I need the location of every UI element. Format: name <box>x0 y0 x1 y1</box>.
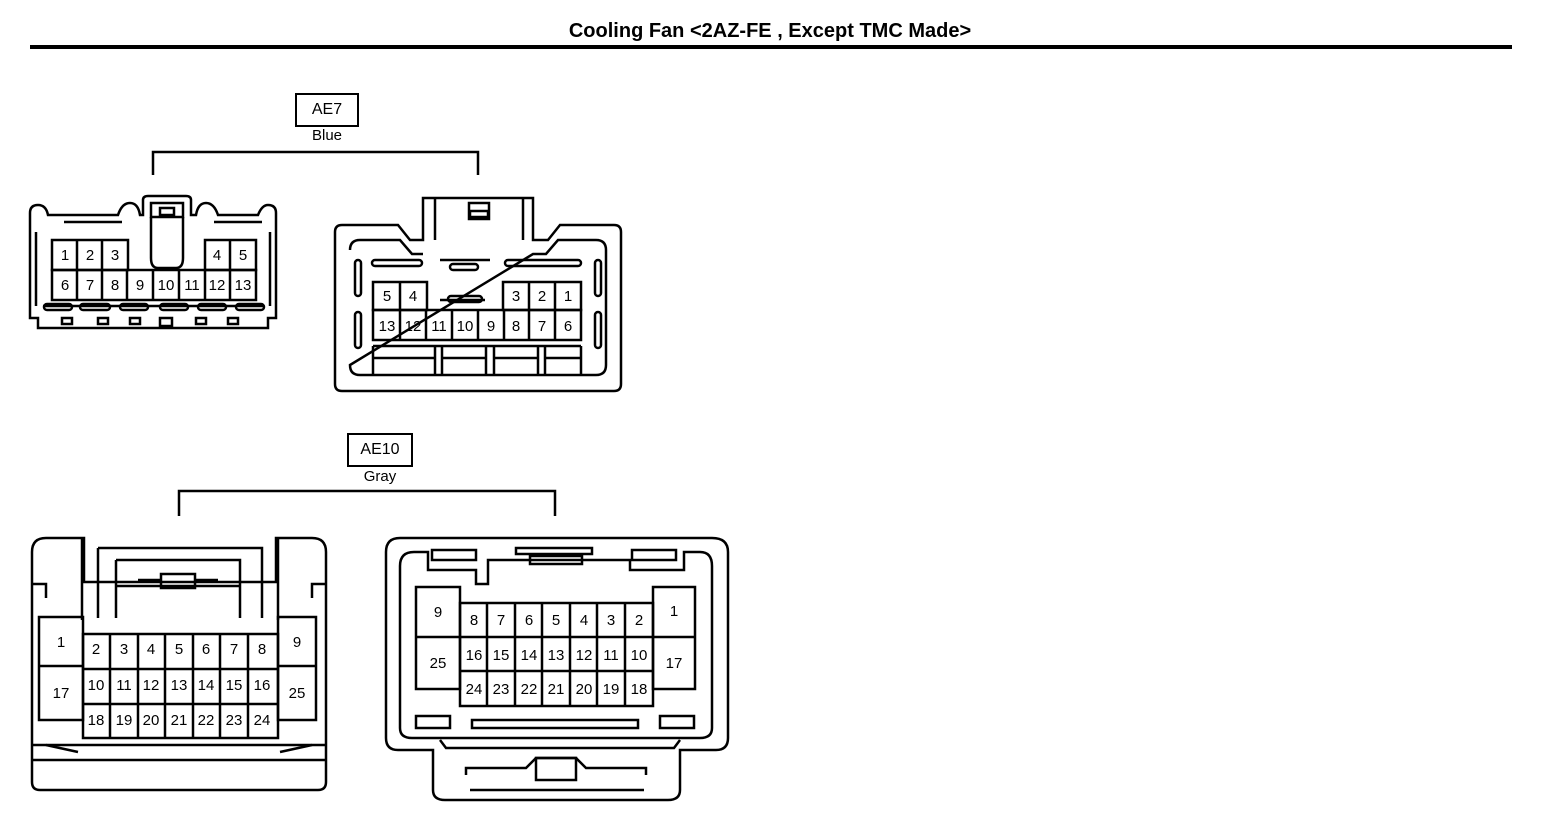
pin-label: 5 <box>383 288 391 305</box>
pin-label: 20 <box>143 712 160 729</box>
pin-label: 18 <box>631 681 648 698</box>
pin-label: 16 <box>466 647 483 664</box>
connector-ae10-male <box>30 536 328 792</box>
pin-label: 5 <box>175 641 183 658</box>
pin-label: 24 <box>254 712 271 729</box>
pin-label: 5 <box>239 247 247 264</box>
pin-label: 24 <box>466 681 483 698</box>
pin-label: 19 <box>603 681 620 698</box>
pin-label: 4 <box>213 247 221 264</box>
title-rule <box>30 45 1512 49</box>
pin-label: 4 <box>409 288 417 305</box>
pin-label: 20 <box>576 681 593 698</box>
pin-label: 18 <box>88 712 105 729</box>
pin-label: 7 <box>230 641 238 658</box>
pin-label: 8 <box>470 612 478 629</box>
pin-label: 17 <box>53 685 70 702</box>
pin-label: 11 <box>116 677 132 694</box>
pin-label: 25 <box>289 685 306 702</box>
pin-label: 23 <box>226 712 243 729</box>
pin-label: 2 <box>635 612 643 629</box>
pin-label: 9 <box>434 604 442 621</box>
pin-label: 4 <box>147 641 155 658</box>
pin-label: 8 <box>512 318 520 335</box>
page-title: Cooling Fan <2AZ-FE , Except TMC Made> <box>568 20 972 42</box>
connector-ae7-male <box>28 194 278 330</box>
pin-label: 6 <box>525 612 533 629</box>
pin-label: 1 <box>564 288 572 305</box>
pin-label: 7 <box>86 277 94 294</box>
pin-label: 7 <box>497 612 505 629</box>
pin-label: 7 <box>538 318 546 335</box>
pin-label: 2 <box>538 288 546 305</box>
pin-label: 11 <box>431 318 447 335</box>
pin-label: 15 <box>226 677 243 694</box>
pin-label: 1 <box>61 247 69 264</box>
pin-label: 9 <box>136 277 144 294</box>
pin-label: 16 <box>254 677 271 694</box>
pin-label: 13 <box>171 677 188 694</box>
pin-label: 8 <box>258 641 266 658</box>
pin-label: 19 <box>116 712 133 729</box>
pin-label: 13 <box>379 318 396 335</box>
connector-ae10-female <box>384 536 730 802</box>
bracket-ae10 <box>177 489 557 516</box>
pin-label: 6 <box>61 277 69 294</box>
pin-label: 12 <box>576 647 593 664</box>
pin-label: 11 <box>603 647 619 664</box>
pin-label: 5 <box>552 612 560 629</box>
pin-label: 23 <box>493 681 510 698</box>
pin-label: 25 <box>430 655 447 672</box>
pin-label: 3 <box>512 288 520 305</box>
pin-label: 22 <box>198 712 215 729</box>
connector-color-ae10: Gray <box>363 468 397 485</box>
pin-label: 14 <box>521 647 538 664</box>
pin-label: 17 <box>666 655 683 672</box>
connector-ae7-female <box>333 196 623 393</box>
pin-label: 6 <box>564 318 572 335</box>
pin-label: 13 <box>235 277 252 294</box>
pin-label: 15 <box>493 647 510 664</box>
connector-id-ae10: AE10 <box>347 433 413 467</box>
connector-id-ae7: AE7 <box>295 93 359 127</box>
pin-label: 22 <box>521 681 538 698</box>
pin-label: 21 <box>548 681 565 698</box>
pin-label: 12 <box>405 318 422 335</box>
pin-label: 12 <box>143 677 160 694</box>
pin-label: 9 <box>293 634 301 651</box>
pin-label: 10 <box>631 647 648 664</box>
pin-label: 14 <box>198 677 215 694</box>
pin-label: 10 <box>457 318 474 335</box>
pin-label: 12 <box>209 277 226 294</box>
bracket-ae7 <box>151 150 480 175</box>
pin-label: 3 <box>120 641 128 658</box>
pin-label: 21 <box>171 712 188 729</box>
pin-label: 3 <box>607 612 615 629</box>
pin-label: 8 <box>111 277 119 294</box>
pin-label: 11 <box>184 277 200 294</box>
pin-label: 2 <box>92 641 100 658</box>
pin-label: 4 <box>580 612 588 629</box>
pin-label: 9 <box>487 318 495 335</box>
pin-label: 13 <box>548 647 565 664</box>
pin-label: 1 <box>57 634 65 651</box>
connector-color-ae7: Blue <box>311 127 343 144</box>
pin-label: 2 <box>86 247 94 264</box>
pin-label: 6 <box>202 641 210 658</box>
pin-label: 1 <box>670 603 678 620</box>
pin-label: 3 <box>111 247 119 264</box>
pin-label: 10 <box>158 277 175 294</box>
pin-label: 10 <box>88 677 105 694</box>
